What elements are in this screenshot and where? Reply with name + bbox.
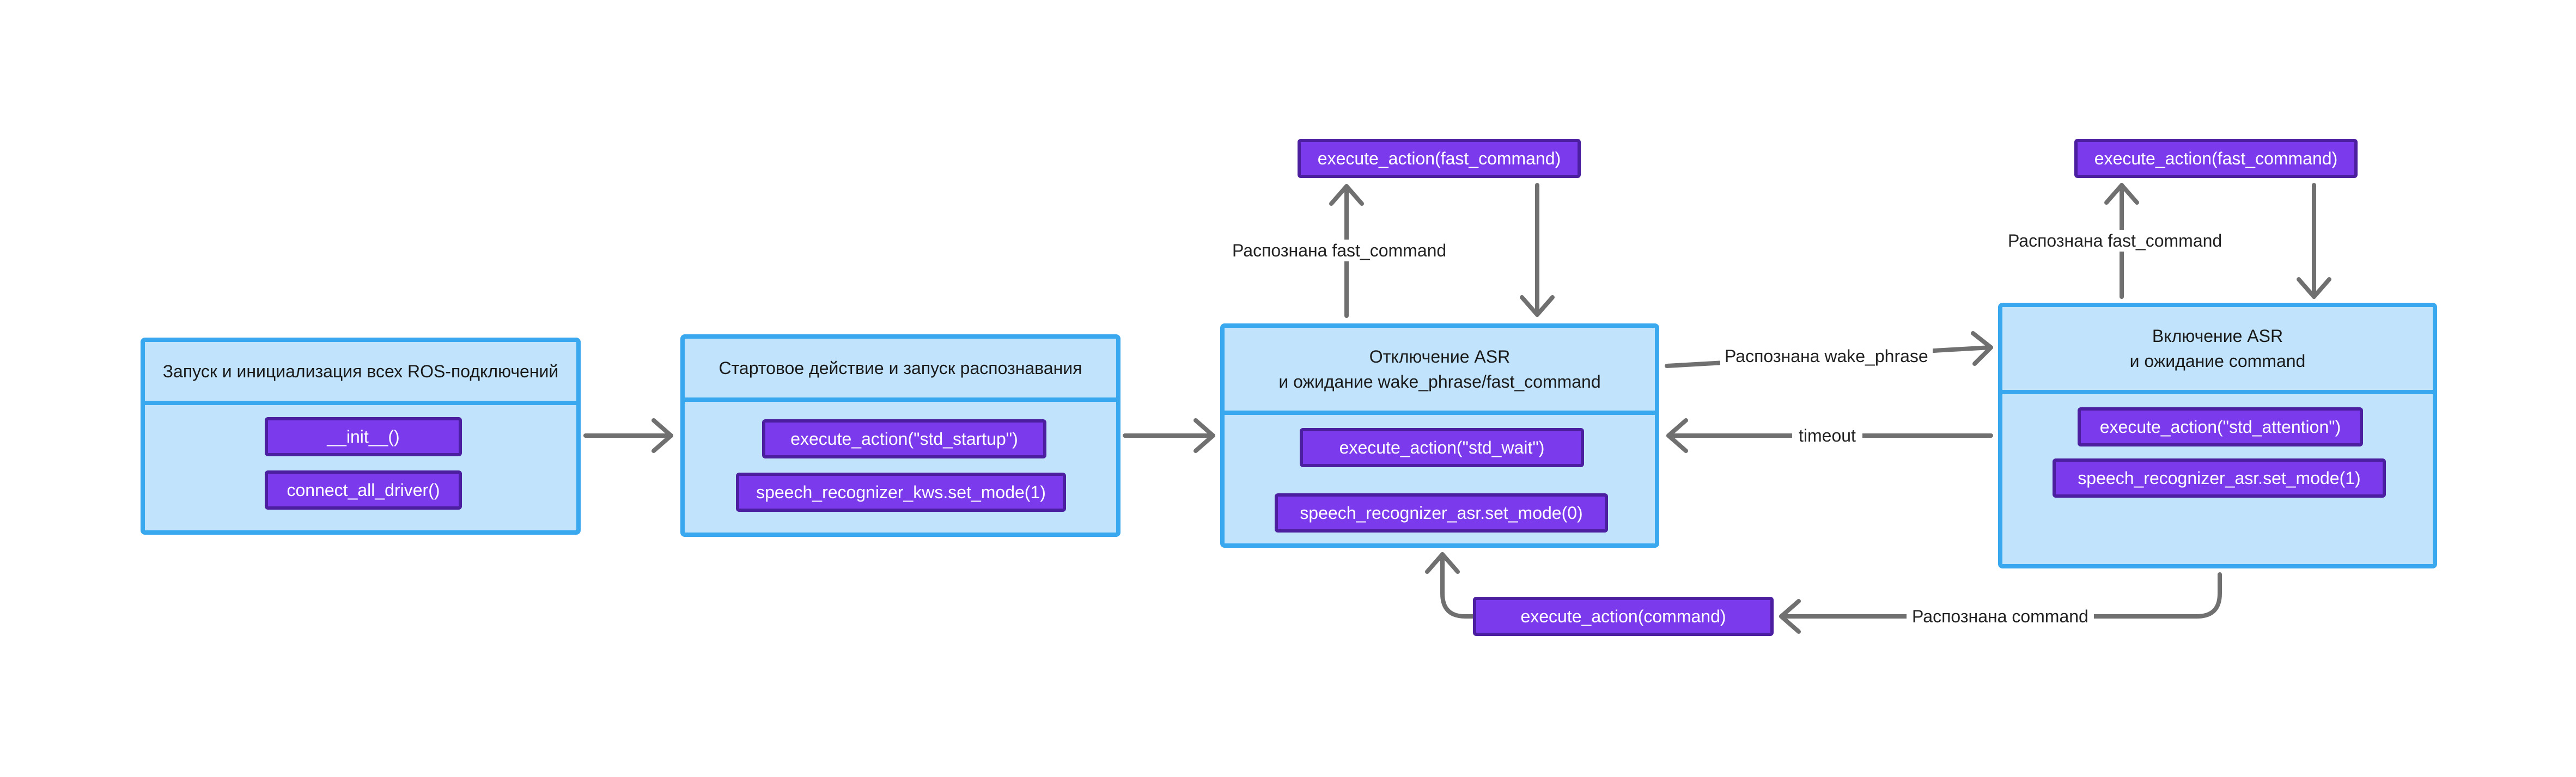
edge-command-to-asr-off <box>1440 552 1476 619</box>
action-std-attention: execute_action("std_attention") <box>2078 407 2363 446</box>
loop-fast-command-1: execute_action(fast_command) <box>1298 139 1581 178</box>
edge-asr-on-to-command <box>1779 572 2222 619</box>
arrowhead-startup-to-asr-off <box>1193 418 1215 453</box>
label-recognized-fast-command-1: Распознана fast_command <box>1232 240 1447 261</box>
action-kws-set-mode: speech_recognizer_kws.set_mode(1) <box>736 473 1066 512</box>
label-recognized-fast-command-2: Распознана fast_command <box>2008 230 2222 252</box>
node-asr-on: Включение ASR и ожидание command execute… <box>1998 303 2437 568</box>
node-asr-on-title: Включение ASR и ожидание command <box>2002 307 2433 394</box>
arrowhead-asr-off-to-fast-command-1 <box>1329 184 1364 206</box>
action-std-wait: execute_action("std_wait") <box>1300 428 1584 467</box>
action-std-startup: execute_action("std_startup") <box>762 419 1046 458</box>
node-init-title: Запуск и инициализация всех ROS-подключе… <box>145 342 576 405</box>
loop-command: execute_action(command) <box>1473 597 1774 636</box>
label-recognized-command: Распознана command <box>1907 605 2094 627</box>
action-init: __init__() <box>265 417 462 456</box>
label-recognized-wake-phrase: Распознана wake_phrase <box>1720 345 1933 367</box>
action-asr-set-mode-1: speech_recognizer_asr.set_mode(1) <box>2053 458 2386 498</box>
node-startup: Стартовое действие и запуск распознавани… <box>680 334 1120 537</box>
node-asr-off: Отключение ASR и ожидание wake_phrase/fa… <box>1220 323 1659 548</box>
arrowhead-asr-on-to-fast-command-2 <box>2104 183 2139 205</box>
arrowhead-fast-command-2-to-asr-on <box>2297 277 2331 299</box>
loop-fast-command-2: execute_action(fast_command) <box>2074 139 2358 178</box>
arrowhead-asr-off-to-asr-on <box>1971 331 1993 366</box>
arrowhead-asr-on-to-command <box>1779 599 1801 634</box>
arrowhead-init-to-startup <box>651 418 673 453</box>
node-startup-title: Стартовое действие и запуск распознавани… <box>685 339 1116 402</box>
node-asr-off-title: Отключение ASR и ожидание wake_phrase/fa… <box>1225 328 1655 415</box>
node-init: Запуск и инициализация всех ROS-подключе… <box>141 338 581 535</box>
arrowhead-command-to-asr-off <box>1425 552 1460 574</box>
arrowhead-fast-command-1-to-asr-off <box>1520 295 1555 317</box>
action-connect-all-driver: connect_all_driver() <box>265 470 462 510</box>
label-timeout: timeout <box>1792 425 1862 446</box>
action-asr-set-mode-0: speech_recognizer_asr.set_mode(0) <box>1275 493 1608 533</box>
arrowhead-asr-on-to-asr-off <box>1666 418 1688 453</box>
